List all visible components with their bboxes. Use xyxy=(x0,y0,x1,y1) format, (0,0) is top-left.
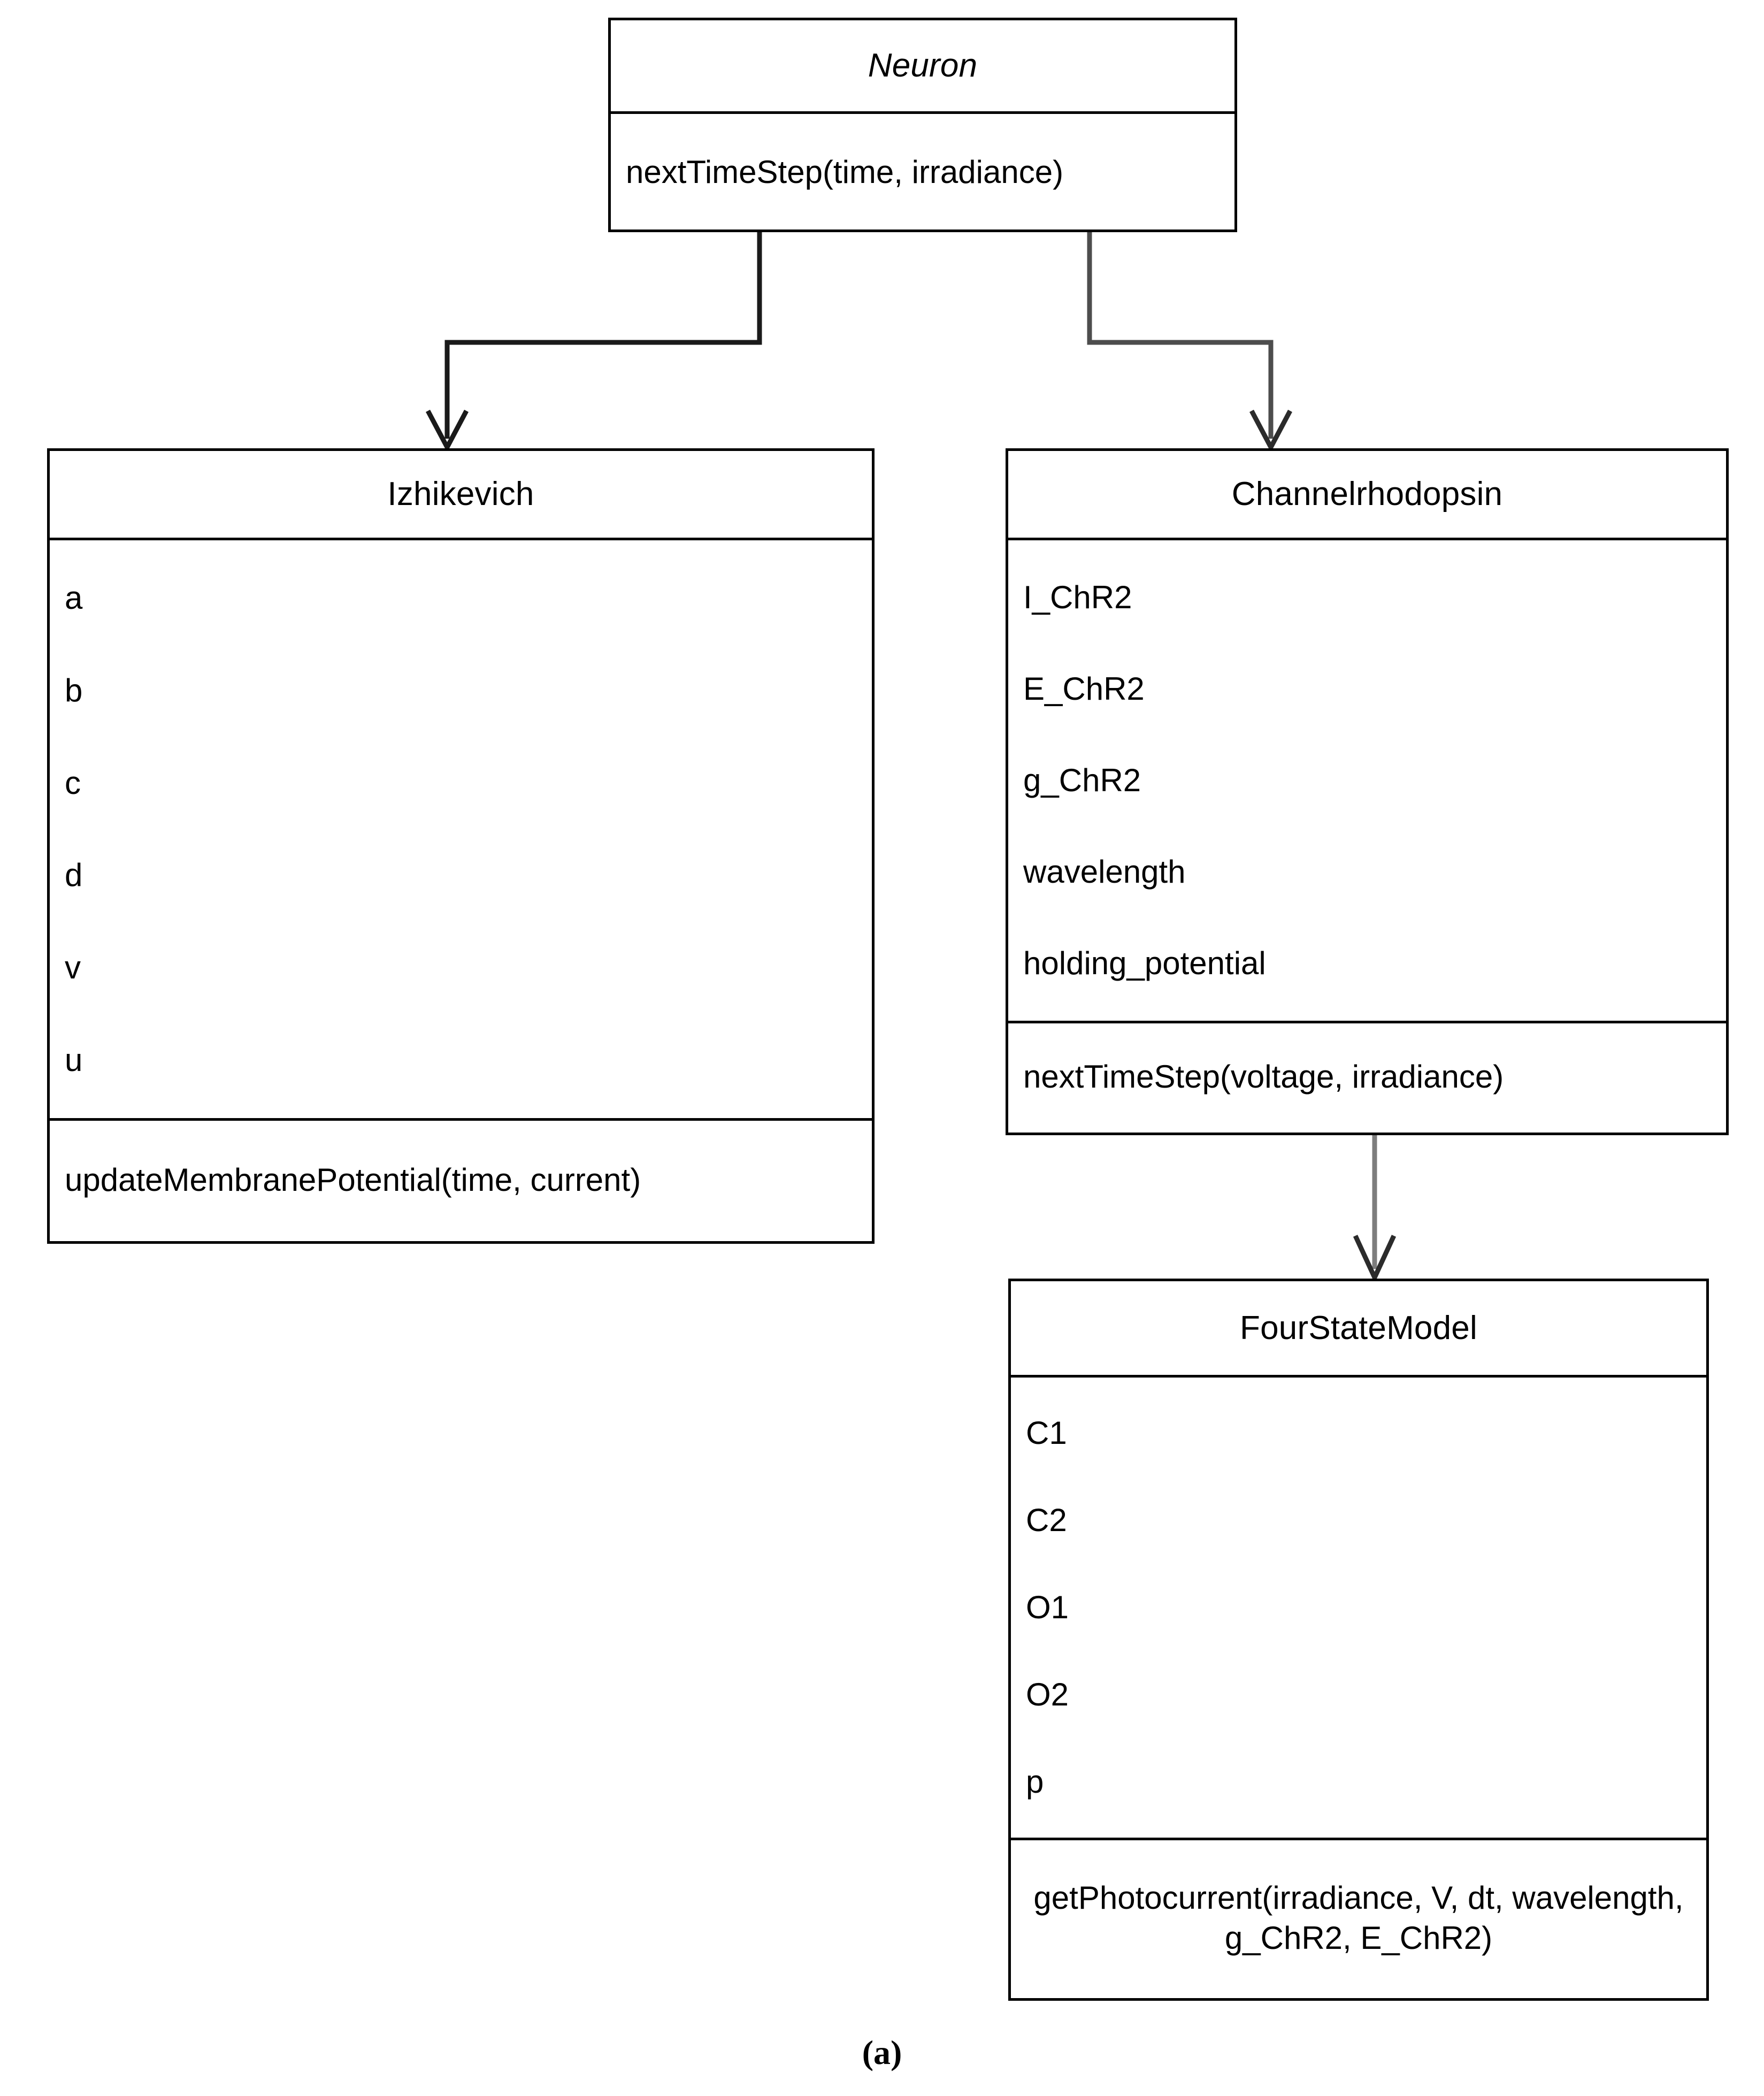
class-methods-section: getPhotocurrent(irradiance, V, dt, wavel… xyxy=(1011,1838,1706,1995)
attribute-wavelength: wavelength xyxy=(1023,853,1186,890)
method-next-time-step: nextTimeStep(voltage, irradiance) xyxy=(1023,1059,1504,1095)
method-next-time-step: nextTimeStep(time, irradiance) xyxy=(626,154,1064,190)
class-methods-section: nextTimeStep(time, irradiance) xyxy=(611,111,1234,230)
attribute-o2: O2 xyxy=(1026,1677,1069,1713)
attribute-e-chr2: E_ChR2 xyxy=(1023,671,1145,707)
class-methods-section: nextTimeStep(voltage, irradiance) xyxy=(1008,1021,1726,1130)
attribute-c: c xyxy=(65,764,81,801)
attribute-u: u xyxy=(65,1042,83,1078)
class-box-izhikevich[interactable]: Izhikevich a b c d v u updateMembranePot… xyxy=(47,448,875,1244)
method-get-photocurrent: getPhotocurrent(irradiance, V, dt, wavel… xyxy=(1033,1880,1684,1956)
attribute-o1: O1 xyxy=(1026,1589,1069,1625)
attribute-c2: C2 xyxy=(1026,1502,1067,1538)
class-box-fourstatemodel[interactable]: FourStateModel C1 C2 O1 O2 p getPhotocur… xyxy=(1008,1279,1709,2001)
edge-neuron-to-channelrhodopsin xyxy=(1087,232,1292,453)
attribute-holding-potential: holding_potential xyxy=(1023,945,1266,981)
class-name-channelrhodopsin: Channelrhodopsin xyxy=(1231,476,1503,513)
class-methods-section: updateMembranePotential(time, current) xyxy=(50,1118,872,1238)
class-title-section: Izhikevich xyxy=(50,451,872,538)
attribute-g-chr2: g_ChR2 xyxy=(1023,762,1141,798)
edge-neuron-to-izhikevich xyxy=(426,232,762,453)
method-update-membrane-potential: updateMembranePotential(time, current) xyxy=(65,1161,641,1198)
class-title-section: FourStateModel xyxy=(1011,1281,1706,1375)
edge-channelrhodopsin-to-fourstatemodel xyxy=(1353,1135,1397,1283)
class-name-fourstatemodel: FourStateModel xyxy=(1240,1309,1477,1347)
class-box-channelrhodopsin[interactable]: Channelrhodopsin I_ChR2 E_ChR2 g_ChR2 wa… xyxy=(1006,448,1729,1135)
attribute-d: d xyxy=(65,857,83,893)
class-attributes-section: C1 C2 O1 O2 p xyxy=(1011,1375,1706,1838)
attribute-i-chr2: I_ChR2 xyxy=(1023,579,1132,616)
class-title-section: Channelrhodopsin xyxy=(1008,451,1726,538)
class-attributes-section: a b c d v u xyxy=(50,538,872,1118)
attribute-p: p xyxy=(1026,1764,1044,1800)
class-attributes-section: I_ChR2 E_ChR2 g_ChR2 wavelength holding_… xyxy=(1008,538,1726,1021)
attribute-b: b xyxy=(65,672,83,708)
class-name-izhikevich: Izhikevich xyxy=(387,476,534,513)
class-name-neuron: Neuron xyxy=(868,47,978,85)
attribute-c1: C1 xyxy=(1026,1414,1067,1451)
class-box-neuron[interactable]: Neuron nextTimeStep(time, irradiance) xyxy=(608,18,1237,232)
attribute-a: a xyxy=(65,580,83,616)
figure-caption: (a) xyxy=(862,2033,902,2071)
attribute-v: v xyxy=(65,949,81,985)
class-title-section: Neuron xyxy=(611,20,1234,111)
